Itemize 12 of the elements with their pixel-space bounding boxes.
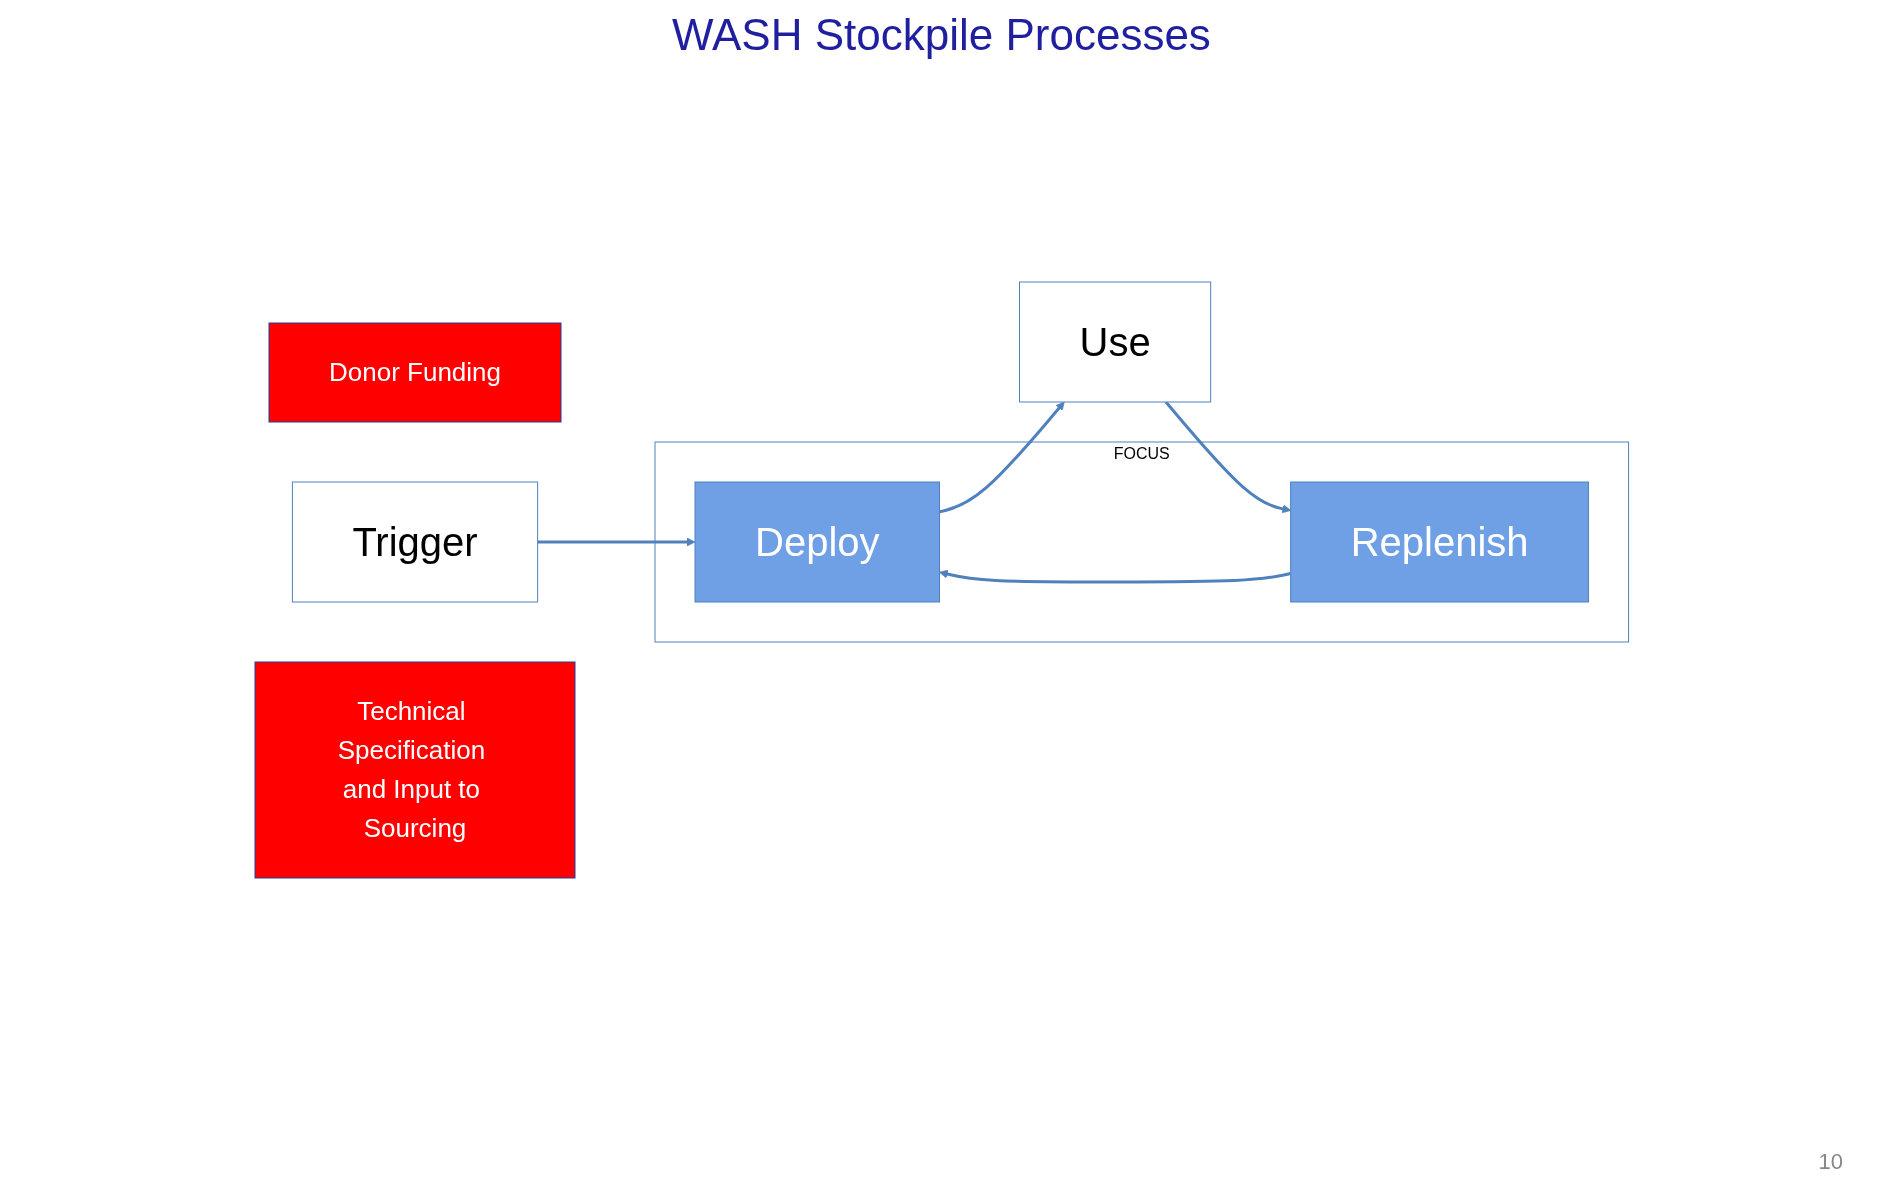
arrow [537, 537, 696, 547]
node-box: Donor Funding [268, 322, 562, 423]
node-box: Trigger [291, 481, 538, 603]
page-number: 10 [1818, 1149, 1843, 1174]
node-box: Deploy [694, 481, 940, 603]
node-box: Replenish [1289, 481, 1589, 603]
title: WASH Stockpile Processes [671, 10, 1212, 60]
node-box: Use [1018, 281, 1211, 403]
arrow [938, 401, 1065, 514]
arrow [938, 569, 1291, 584]
arrow [1164, 401, 1291, 514]
node-box: Technical Specification and Input to Sourcing [254, 661, 576, 879]
